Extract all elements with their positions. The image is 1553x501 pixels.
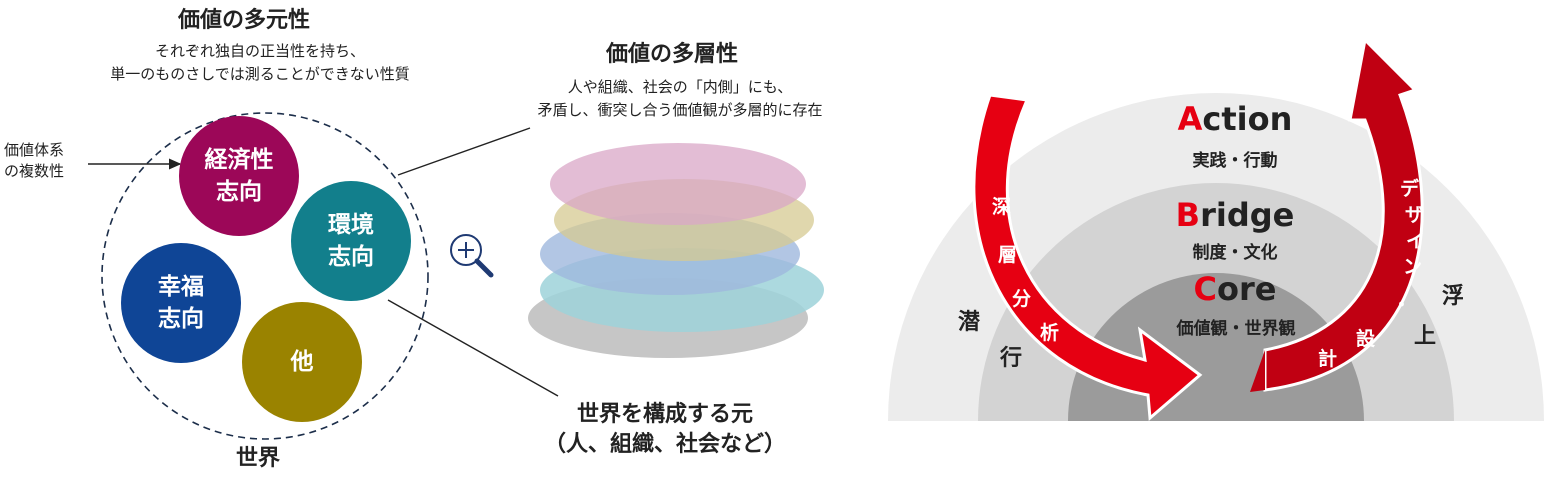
elements-label-line2: （人、組織、社会など） xyxy=(543,432,786,457)
side-note-line1: 価値体系 xyxy=(4,141,65,159)
circle-environment-line2: 志向 xyxy=(328,244,374,270)
design-char-5: ・ xyxy=(1392,294,1412,316)
world-label: 世界 xyxy=(236,446,281,471)
deep-analysis-char-3: 分 xyxy=(1012,288,1032,310)
design-char-3: イ xyxy=(1406,230,1426,252)
action-heading: Action xyxy=(1150,100,1320,138)
design-char-2: ザ xyxy=(1405,204,1425,226)
core-initial: C xyxy=(1193,270,1217,308)
action-subtitle: 実践・行動 xyxy=(1192,151,1278,171)
deep-analysis-char-4: 析 xyxy=(1040,322,1060,344)
elements-label-line1: 世界を構成する元 xyxy=(576,402,753,427)
design-char-1: デ xyxy=(1400,178,1420,200)
design-arrow xyxy=(1250,36,1424,392)
multilayer-subtitle: 人や組織、社会の「内側」にも、 矛盾し、衝突し合う価値観が多層的に存在 xyxy=(470,76,890,122)
latent-char-2: 行 xyxy=(1000,346,1023,371)
circle-happiness-line1: 幸福 xyxy=(158,274,204,300)
multilayer-title: 価値の多層性 xyxy=(606,42,739,67)
bridge-subtitle: 制度・文化 xyxy=(1192,243,1278,263)
deep-analysis-char-2: 層 xyxy=(998,244,1018,266)
action-rest: ction xyxy=(1202,100,1293,138)
circle-happiness: 幸福 志向 xyxy=(121,243,241,363)
multilayer-subtitle-line2: 矛盾し、衝突し合う価値観が多層的に存在 xyxy=(537,101,823,119)
design-char-7: 計 xyxy=(1318,348,1338,370)
core-subtitle: 価値観・世界観 xyxy=(1176,319,1296,339)
design-char-6: 設 xyxy=(1356,328,1376,350)
circle-economic-line1: 経済性 xyxy=(204,147,274,173)
core-rest: ore xyxy=(1217,270,1277,308)
magnifier-icon xyxy=(450,234,494,278)
circle-other-line1: 他 xyxy=(290,349,314,375)
pluralism-title: 価値の多元性 xyxy=(178,8,311,33)
circle-happiness-line2: 志向 xyxy=(158,306,204,332)
layer-model xyxy=(888,36,1544,422)
bridge-rest: ridge xyxy=(1200,196,1295,234)
circle-environment: 環境 志向 xyxy=(291,181,411,301)
bridge-initial: B xyxy=(1175,196,1201,234)
design-char-4: ン xyxy=(1403,256,1423,278)
core-heading: Core xyxy=(1150,270,1320,308)
emerge-char-2: 上 xyxy=(1414,324,1437,349)
elements-label: 世界を構成する元 （人、組織、社会など） xyxy=(520,400,810,460)
bridge-heading: Bridge xyxy=(1150,196,1320,234)
layer-ellipse-1 xyxy=(550,143,806,225)
circle-other: 他 xyxy=(242,302,362,422)
circle-economic: 経済性 志向 xyxy=(179,116,299,236)
side-note: 価値体系 の複数性 xyxy=(4,140,64,182)
circle-economic-line2: 志向 xyxy=(216,179,262,205)
deep-analysis-arrow xyxy=(972,93,1203,422)
left-connectors xyxy=(88,112,559,440)
latent-char-1: 潜 xyxy=(958,310,981,335)
pluralism-subtitle-line2: 単一のものさしでは測ることができない性質 xyxy=(110,65,410,83)
deep-analysis-char-1: 深 xyxy=(992,196,1012,218)
pluralism-subtitle-line1: それぞれ独自の正当性を持ち、 xyxy=(154,42,365,60)
side-note-line2: の複数性 xyxy=(4,162,65,180)
action-initial: A xyxy=(1177,100,1203,138)
layers-connector-line xyxy=(397,127,531,176)
world-circle xyxy=(101,112,429,440)
emerge-char-1: 浮 xyxy=(1442,284,1465,309)
pluralism-subtitle: それぞれ独自の正当性を持ち、 単一のものさしでは測ることができない性質 xyxy=(40,40,480,86)
layer-stack xyxy=(528,143,824,358)
element-connector-line xyxy=(387,299,559,397)
circle-environment-line1: 環境 xyxy=(328,212,374,238)
multilayer-subtitle-line1: 人や組織、社会の「内側」にも、 xyxy=(567,78,793,96)
